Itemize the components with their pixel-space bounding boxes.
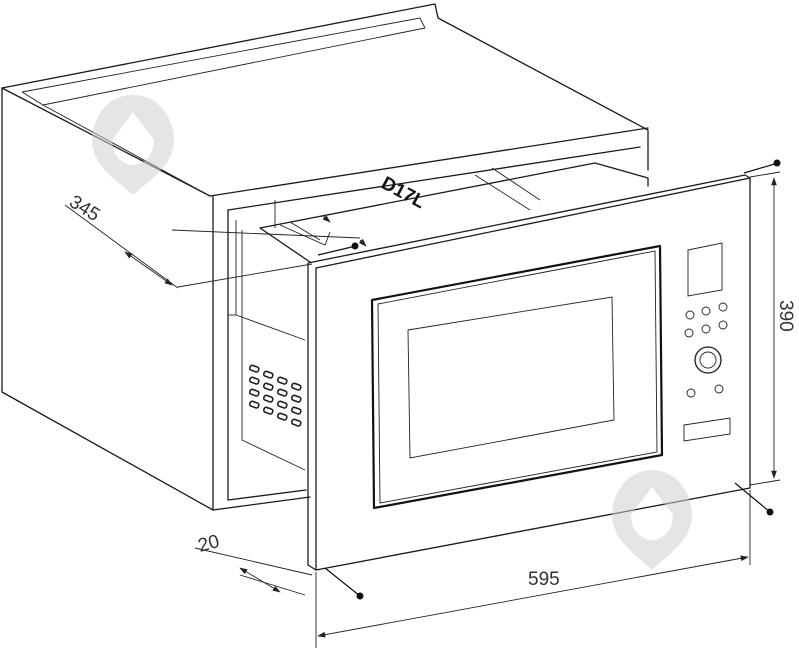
- display-screen: [687, 242, 723, 297]
- drop-pin-icon: [92, 95, 174, 195]
- dimension-width: 595: [315, 490, 751, 648]
- button-7: [686, 388, 696, 398]
- cabinet: [1, 3, 649, 511]
- button-3: [718, 302, 728, 312]
- control-knob: [694, 346, 722, 374]
- height-label: 390: [775, 300, 796, 332]
- button-8: [714, 384, 724, 394]
- button-1: [685, 310, 695, 320]
- width-label: 595: [528, 569, 560, 590]
- drop-pin-icon: [612, 470, 692, 570]
- dimension-frame: 20: [194, 531, 313, 596]
- front-frame: [307, 174, 751, 571]
- side-vents: [248, 364, 302, 427]
- door-window: [370, 244, 664, 510]
- screws: [317, 159, 781, 600]
- brand-label: D17L: [378, 173, 429, 214]
- button-5: [701, 324, 711, 334]
- depth-label: 345: [65, 191, 103, 226]
- microwave-body: D17L: [241, 162, 649, 471]
- button-6: [718, 320, 728, 330]
- dimension-height: 390: [749, 171, 796, 486]
- button-2: [701, 306, 711, 316]
- button-4: [684, 328, 694, 338]
- door-open-button: [683, 417, 731, 442]
- control-panel: [683, 242, 731, 442]
